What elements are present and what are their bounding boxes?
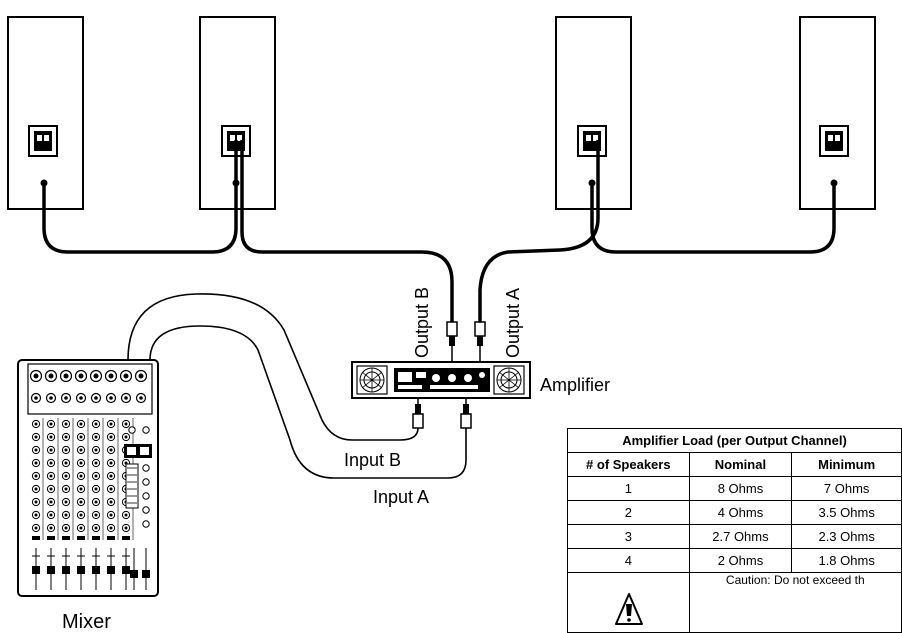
table-row: 1 8 Ohms 7 Ohms [567, 476, 902, 501]
table-cell: 2.7 Ohms [688, 524, 793, 549]
mixer [17, 359, 159, 597]
output-b-connector [446, 321, 458, 362]
input-a-connector [460, 398, 472, 429]
input-cables [127, 293, 467, 479]
output-a-label: Output A [503, 288, 523, 358]
speaker-1 [7, 16, 84, 210]
column-header: # of Speakers [567, 452, 690, 477]
output-b-label: Output B [412, 287, 432, 358]
input-b-label: Input B [344, 450, 401, 470]
table-title: Amplifier Load (per Output Channel) [567, 428, 902, 453]
table-row: 3 2.7 Ohms 2.3 Ohms [567, 524, 902, 549]
table-cell: 1.8 Ohms [791, 548, 902, 573]
output-a-connector [474, 321, 486, 362]
table-cell: 3 [567, 524, 690, 549]
table-cell: 3.5 Ohms [791, 500, 902, 525]
table-row: 4 2 Ohms 1.8 Ohms [567, 548, 902, 573]
column-header: Nominal [688, 452, 793, 477]
amplifier [351, 361, 531, 399]
mixer-label: Mixer [62, 611, 111, 632]
table-row: 2 4 Ohms 3.5 Ohms [567, 500, 902, 525]
table-cell: 4 Ohms [688, 500, 793, 525]
column-header: Minimum [791, 452, 902, 477]
table-cell: 1 [567, 476, 690, 501]
input-b-connector [412, 398, 424, 429]
caution-icon-cell [567, 572, 690, 633]
table-cell: 2 [567, 500, 690, 525]
amplifier-label: Amplifier [540, 375, 610, 395]
speaker-3 [555, 16, 632, 210]
amplifier-load-table: Amplifier Load (per Output Channel) # of… [567, 428, 902, 633]
caution-row: Caution: Do not exceed th [567, 572, 902, 633]
table-cell: 4 [567, 548, 690, 573]
speaker-cables [42, 140, 836, 322]
caution-text: Caution: Do not exceed th [688, 572, 902, 633]
table-cell: 8 Ohms [688, 476, 793, 501]
input-a-label: Input A [373, 487, 429, 507]
speaker-4 [799, 16, 876, 210]
table-cell: 2.3 Ohms [791, 524, 902, 549]
table-cell: 2 Ohms [688, 548, 793, 573]
table-cell: 7 Ohms [791, 476, 902, 501]
